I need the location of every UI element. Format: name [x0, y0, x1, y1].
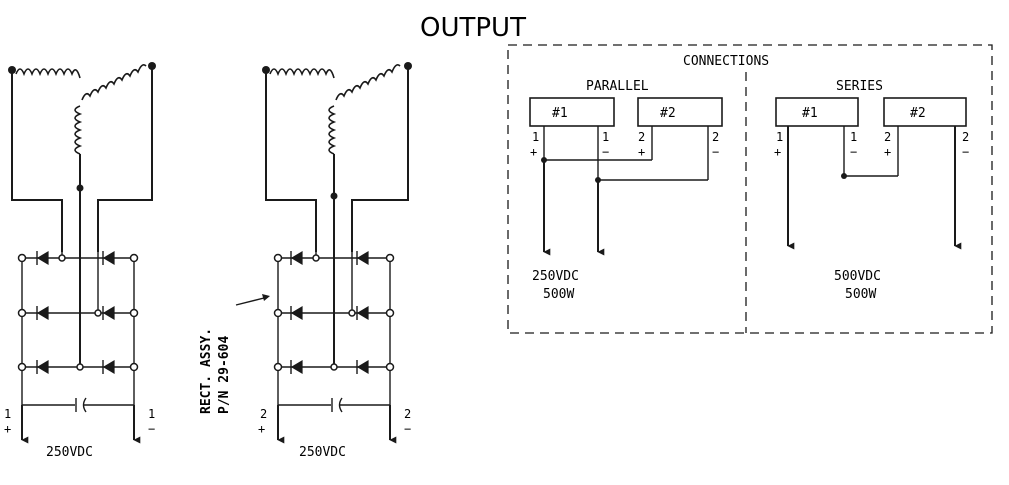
series-t2-minus: −: [850, 145, 857, 159]
series-voltage: 500VDC: [834, 269, 881, 284]
right-terminal-number-right: 2: [404, 407, 411, 421]
series-unit-1-label: #1: [802, 106, 818, 121]
parallel-t1-number: 1: [532, 130, 539, 144]
parallel-t4-number: 2: [712, 130, 719, 144]
connections-title: CONNECTIONS: [683, 54, 769, 69]
left-plus-sign: +: [4, 422, 11, 436]
parallel-t1-plus: +: [530, 145, 537, 159]
series-power: 500W: [845, 287, 876, 302]
transformer-wye-right: [262, 62, 412, 366]
parallel-unit-2: [637, 97, 723, 127]
series-t3-plus: +: [884, 145, 891, 159]
diode-bridge-left: [17, 250, 139, 405]
series-t1-number: 1: [776, 130, 783, 144]
left-terminal-number-right: 1: [148, 407, 155, 421]
series-t1-plus: +: [774, 145, 781, 159]
parallel-t2-minus: −: [602, 145, 609, 159]
rect-assy-part-number: P/N 29-604: [217, 336, 232, 414]
left-output-voltage: 250VDC: [46, 445, 93, 460]
parallel-t4-minus: −: [712, 145, 719, 159]
series-t4-number: 2: [962, 130, 969, 144]
parallel-t2-number: 1: [602, 130, 609, 144]
rect-assy-callout: RECT. ASSY. P/N 29-604: [199, 294, 270, 414]
parallel-power: 500W: [543, 287, 574, 302]
series-label: SERIES: [836, 79, 883, 94]
left-terminal-number: 1: [4, 407, 11, 421]
series-unit-2-label: #2: [910, 106, 926, 121]
parallel-t3-plus: +: [638, 145, 645, 159]
series-t2-number: 1: [850, 130, 857, 144]
left-minus-sign: −: [148, 422, 155, 436]
series-section: SERIES #1 #2 1 + 1 − 2 + 2 − 500VDC 500W: [774, 79, 969, 302]
page-title: OUTPUT: [420, 13, 526, 43]
diode-bridge-right: [273, 250, 395, 405]
right-terminal-number: 2: [260, 407, 267, 421]
left-rectifier: 1 + 1 − 250VDC: [4, 62, 156, 460]
right-output-voltage: 250VDC: [299, 445, 346, 460]
right-rectifier: 2 + 2 − 250VDC RECT. ASSY. P/N 29-604: [199, 62, 412, 460]
rect-assy-label: RECT. ASSY.: [199, 328, 214, 414]
series-unit-1: [775, 97, 859, 127]
series-t4-minus: −: [962, 145, 969, 159]
output-capacitor-right: [278, 397, 390, 413]
parallel-section: PARALLEL #1 #2 1 + 1 − 2 + 2 − 250VDC 50…: [529, 79, 723, 302]
parallel-unit-2-label: #2: [660, 106, 676, 121]
parallel-unit-1-label: #1: [552, 106, 568, 121]
parallel-label: PARALLEL: [586, 79, 649, 94]
output-capacitor-left: [22, 397, 134, 413]
connections-panel: CONNECTIONS PARALLEL #1 #2 1 + 1 − 2 + 2…: [507, 44, 993, 334]
right-plus-sign: +: [258, 422, 265, 436]
parallel-t3-number: 2: [638, 130, 645, 144]
parallel-unit-1: [529, 97, 615, 127]
series-unit-2: [883, 97, 967, 127]
parallel-voltage: 250VDC: [532, 269, 579, 284]
transformer-wye-left: [8, 62, 156, 366]
series-t3-number: 2: [884, 130, 891, 144]
right-minus-sign: −: [404, 422, 411, 436]
